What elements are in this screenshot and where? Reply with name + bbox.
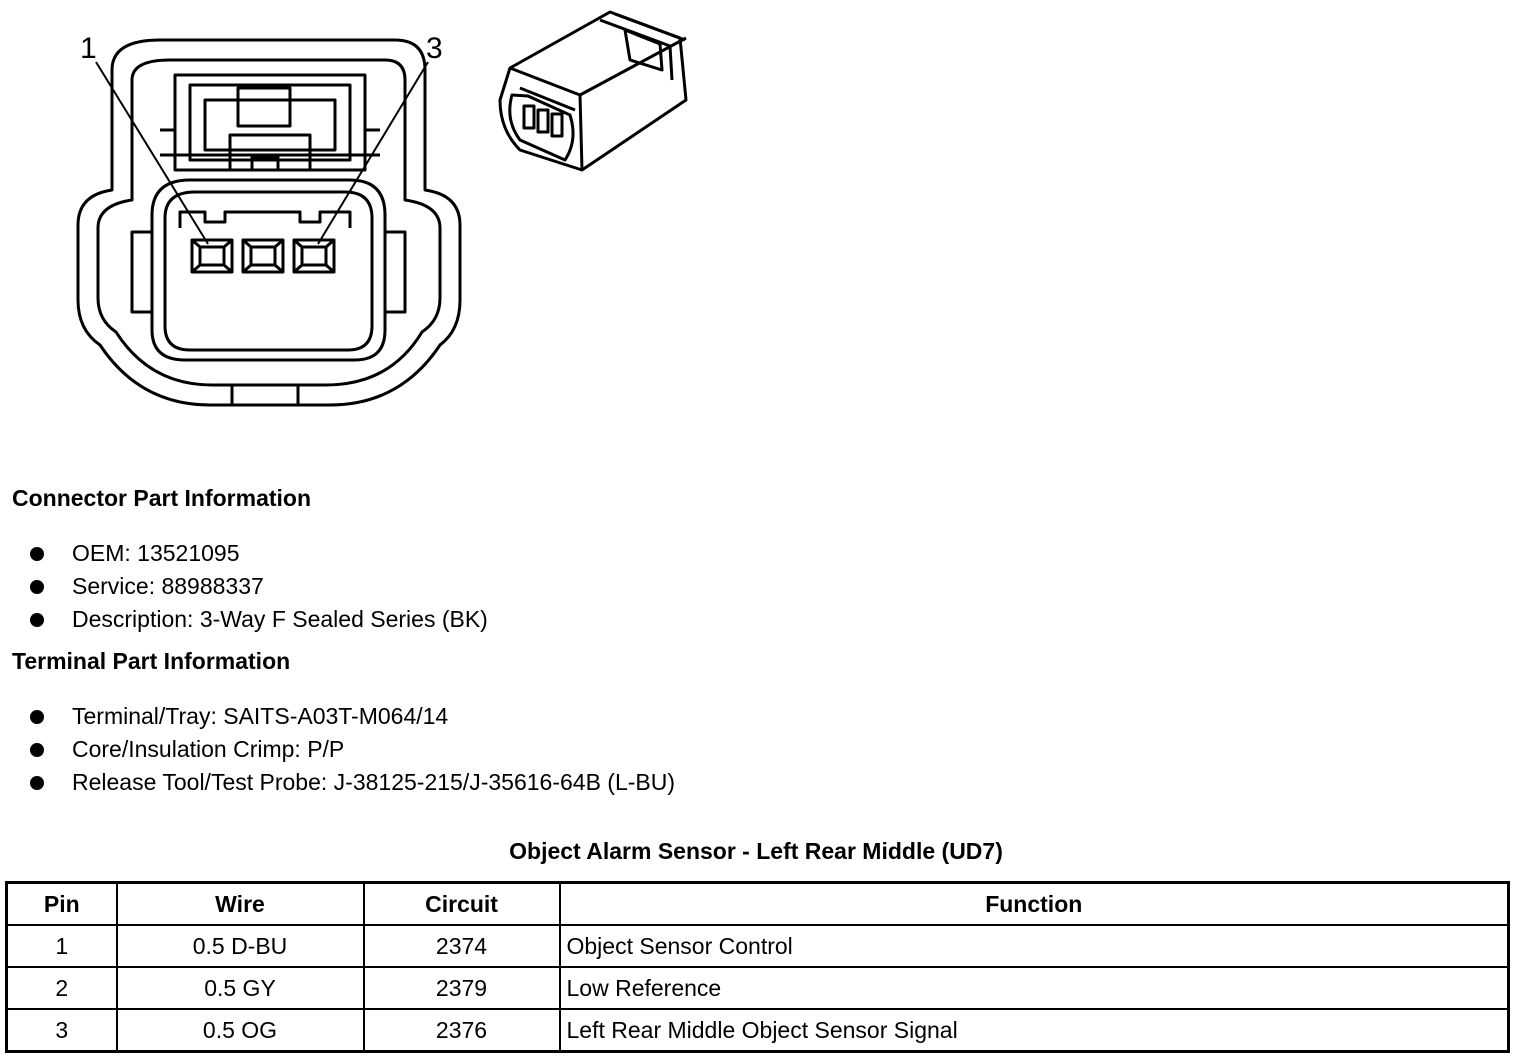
- cell-function: Left Rear Middle Object Sensor Signal: [558, 1008, 1510, 1053]
- cell-wire: 0.5 D-BU: [115, 924, 365, 968]
- list-item: Release Tool/Test Probe: J-38125-215/J-3…: [10, 766, 910, 799]
- table-row: 1 0.5 D-BU 2374 Object Sensor Control: [5, 924, 1510, 968]
- list-item: Description: 3-Way F Sealed Series (BK): [10, 603, 770, 636]
- bullet-icon: [30, 580, 44, 594]
- pin-1-terminal: [190, 238, 234, 274]
- cell-wire: 0.5 OG: [115, 1008, 365, 1053]
- connector-info-list: OEM: 13521095 Service: 88988337 Descript…: [10, 537, 770, 636]
- pin-3-callout: 3: [426, 32, 443, 65]
- terminal-info-list: Terminal/Tray: SAITS-A03T-M064/14 Core/I…: [10, 700, 910, 799]
- column-header-function: Function: [558, 881, 1510, 926]
- pin-3-terminal: [292, 238, 336, 274]
- terminal-cavity: [150, 178, 387, 362]
- connector-info-heading: Connector Part Information: [12, 485, 312, 511]
- pin-1-callout: 1: [80, 32, 97, 65]
- cell-function: Low Reference: [558, 966, 1510, 1010]
- cell-wire: 0.5 GY: [115, 966, 365, 1010]
- bullet-icon: [30, 613, 44, 627]
- table-title: Object Alarm Sensor - Left Rear Middle (…: [509, 838, 1003, 864]
- cell-circuit: 2379: [362, 966, 561, 1010]
- cell-circuit: 2374: [362, 924, 561, 968]
- bullet-icon: [30, 710, 44, 724]
- list-item: OEM: 13521095: [10, 537, 770, 570]
- connector-isometric-view: [498, 10, 688, 172]
- pin-1-leader: [95, 61, 209, 245]
- pin-2-terminal: [241, 238, 285, 274]
- connector-face-diagram: 1 3: [76, 10, 688, 407]
- cell-function: Object Sensor Control: [558, 924, 1510, 968]
- bullet-icon: [30, 743, 44, 757]
- connector-outer-housing: [76, 38, 462, 407]
- list-item: Core/Insulation Crimp: P/P: [10, 733, 910, 766]
- table-row: 3 0.5 OG 2376 Left Rear Middle Object Se…: [5, 1008, 1510, 1053]
- cell-circuit: 2376: [362, 1008, 561, 1053]
- table-header-row: Pin Wire Circuit Function: [5, 881, 1510, 926]
- pin-3-leader: [317, 61, 429, 245]
- column-header-wire: Wire: [115, 881, 365, 926]
- pinout-table: Pin Wire Circuit Function 1 0.5 D-BU 237…: [5, 881, 1510, 1053]
- cell-pin: 3: [5, 1008, 118, 1053]
- terminal-info-heading: Terminal Part Information: [12, 648, 291, 674]
- bullet-icon: [30, 776, 44, 790]
- cell-pin: 2: [5, 966, 118, 1010]
- list-item: Terminal/Tray: SAITS-A03T-M064/14: [10, 700, 910, 733]
- bullet-icon: [30, 547, 44, 561]
- column-header-pin: Pin: [5, 881, 118, 926]
- latch: [173, 73, 367, 172]
- list-item: Service: 88988337: [10, 570, 770, 603]
- cell-pin: 1: [5, 924, 118, 968]
- column-header-circuit: Circuit: [362, 881, 561, 926]
- table-row: 2 0.5 GY 2379 Low Reference: [5, 966, 1510, 1010]
